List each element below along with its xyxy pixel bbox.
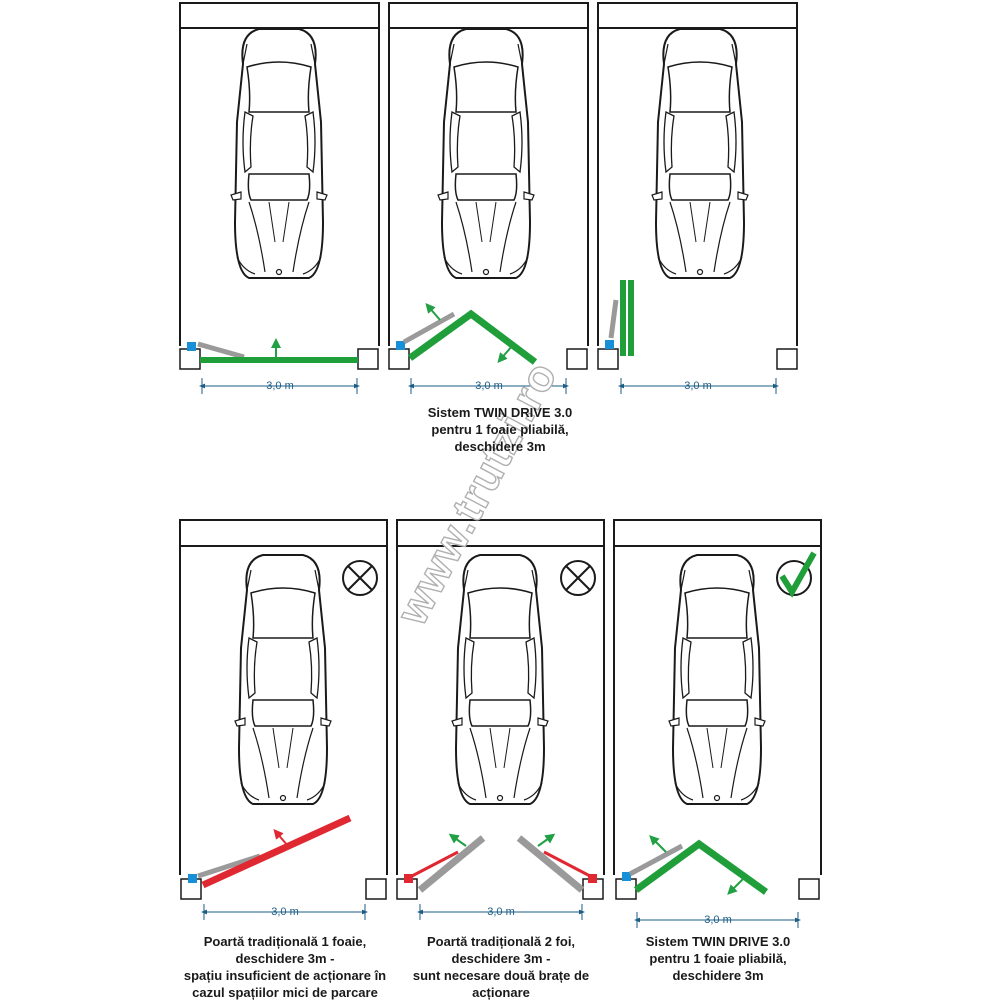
gate-leaf-traditional	[201, 814, 352, 889]
motor-icon	[188, 874, 197, 883]
gate-post	[566, 348, 588, 370]
panel-bottom-3: 3,0 m	[613, 519, 822, 928]
car-top-view	[437, 28, 535, 279]
gate-leaf-folded	[620, 280, 626, 356]
caption-bottom-3: Sistem TWIN DRIVE 3.0 pentru 1 foaie pli…	[612, 933, 824, 984]
actuator-arm	[608, 299, 619, 339]
car-top-view	[668, 554, 766, 805]
caption-line: Poartă tradițională 1 foaie,	[203, 934, 367, 949]
caption-top: Sistem TWIN DRIVE 3.0 pentru 1 foaie pli…	[380, 404, 620, 455]
open-direction-arrow	[649, 835, 667, 853]
caption-line: sunt necesare două brațe de	[412, 968, 590, 983]
caption-bottom-2: Poartă tradițională 2 foi, deschidere 3m…	[395, 933, 607, 1001]
fold-direction-arrow	[497, 345, 513, 364]
gate-post	[597, 348, 619, 370]
gate-post	[179, 348, 201, 370]
caption-line: Sistem TWIN DRIVE 3.0	[427, 405, 573, 420]
gate-leaf-left	[417, 835, 486, 893]
dimension-label: 3,0 m	[271, 906, 299, 918]
caption-line: Poartă tradițională 2 foi,	[426, 934, 576, 949]
car-top-view	[451, 554, 549, 805]
car-top-view	[230, 28, 328, 279]
motor-icon	[622, 872, 631, 881]
dimension-label: 3,0 m	[266, 380, 294, 392]
actuator-arm	[197, 853, 261, 879]
gate-post	[357, 348, 379, 370]
caption-line: pentru 1 foaie pliabilă,	[431, 422, 569, 437]
actuator-arm	[628, 843, 684, 877]
open-direction-arrow	[537, 833, 556, 847]
caption-line: acționare	[472, 985, 530, 1000]
gate-post	[776, 348, 798, 370]
caption-line: pentru 1 foaie pliabilă,	[649, 951, 787, 966]
folding-gate-leaf	[407, 309, 538, 365]
car-top-view	[234, 554, 332, 805]
gate-leaf	[200, 357, 358, 363]
cross-circle-icon	[342, 560, 378, 596]
panel-bottom-2: 3,0 m	[396, 519, 605, 920]
motor-icon	[187, 342, 196, 351]
panel-top-3: 3,0 m	[597, 2, 798, 394]
caption-line: cazul spațiilor mici de parcare	[192, 985, 378, 1000]
dimension-label: 3,0 m	[487, 906, 515, 918]
gate-post	[388, 348, 410, 370]
caption-line: deschidere 3m	[672, 968, 764, 983]
gate-post	[615, 878, 637, 900]
folding-gate-leaf	[633, 839, 769, 895]
gate-leaf-folded	[628, 280, 634, 356]
cross-circle-icon	[560, 560, 596, 596]
dimension-label: 3,0 m	[475, 380, 503, 392]
panel-top-2: 3,0 m	[388, 2, 589, 394]
gate-leaf-right	[516, 835, 585, 893]
panel-bottom-1: 3,0 m	[179, 519, 388, 920]
motor-icon	[404, 874, 413, 883]
motor-icon	[588, 874, 597, 883]
motor-icon	[396, 341, 405, 350]
actuator-arm	[411, 850, 459, 878]
panel-top-1: 3,0 m	[179, 2, 380, 394]
caption-line: deschidere 3m -	[235, 951, 335, 966]
caption-line: Sistem TWIN DRIVE 3.0	[645, 934, 791, 949]
caption-line: deschidere 3m	[454, 439, 546, 454]
caption-line: spațiu insuficient de acționare în	[183, 968, 387, 983]
open-direction-arrow	[425, 302, 441, 321]
caption-bottom-1: Poartă tradițională 1 foaie, deschidere …	[175, 933, 395, 1001]
open-direction-arrow	[273, 828, 289, 847]
check-mark-icon	[776, 551, 817, 598]
actuator-arm	[402, 311, 456, 345]
dimension-label: 3,0 m	[704, 914, 732, 926]
actuator-arm	[543, 850, 591, 878]
open-direction-arrow	[448, 833, 467, 847]
motor-icon	[605, 340, 614, 349]
caption-line: deschidere 3m -	[451, 951, 551, 966]
actuator-arm	[197, 341, 245, 360]
dimension-label: 3,0 m	[684, 380, 712, 392]
gate-post	[365, 878, 387, 900]
car-top-view	[651, 28, 749, 279]
fold-direction-arrow	[727, 877, 745, 895]
gate-post	[798, 878, 820, 900]
